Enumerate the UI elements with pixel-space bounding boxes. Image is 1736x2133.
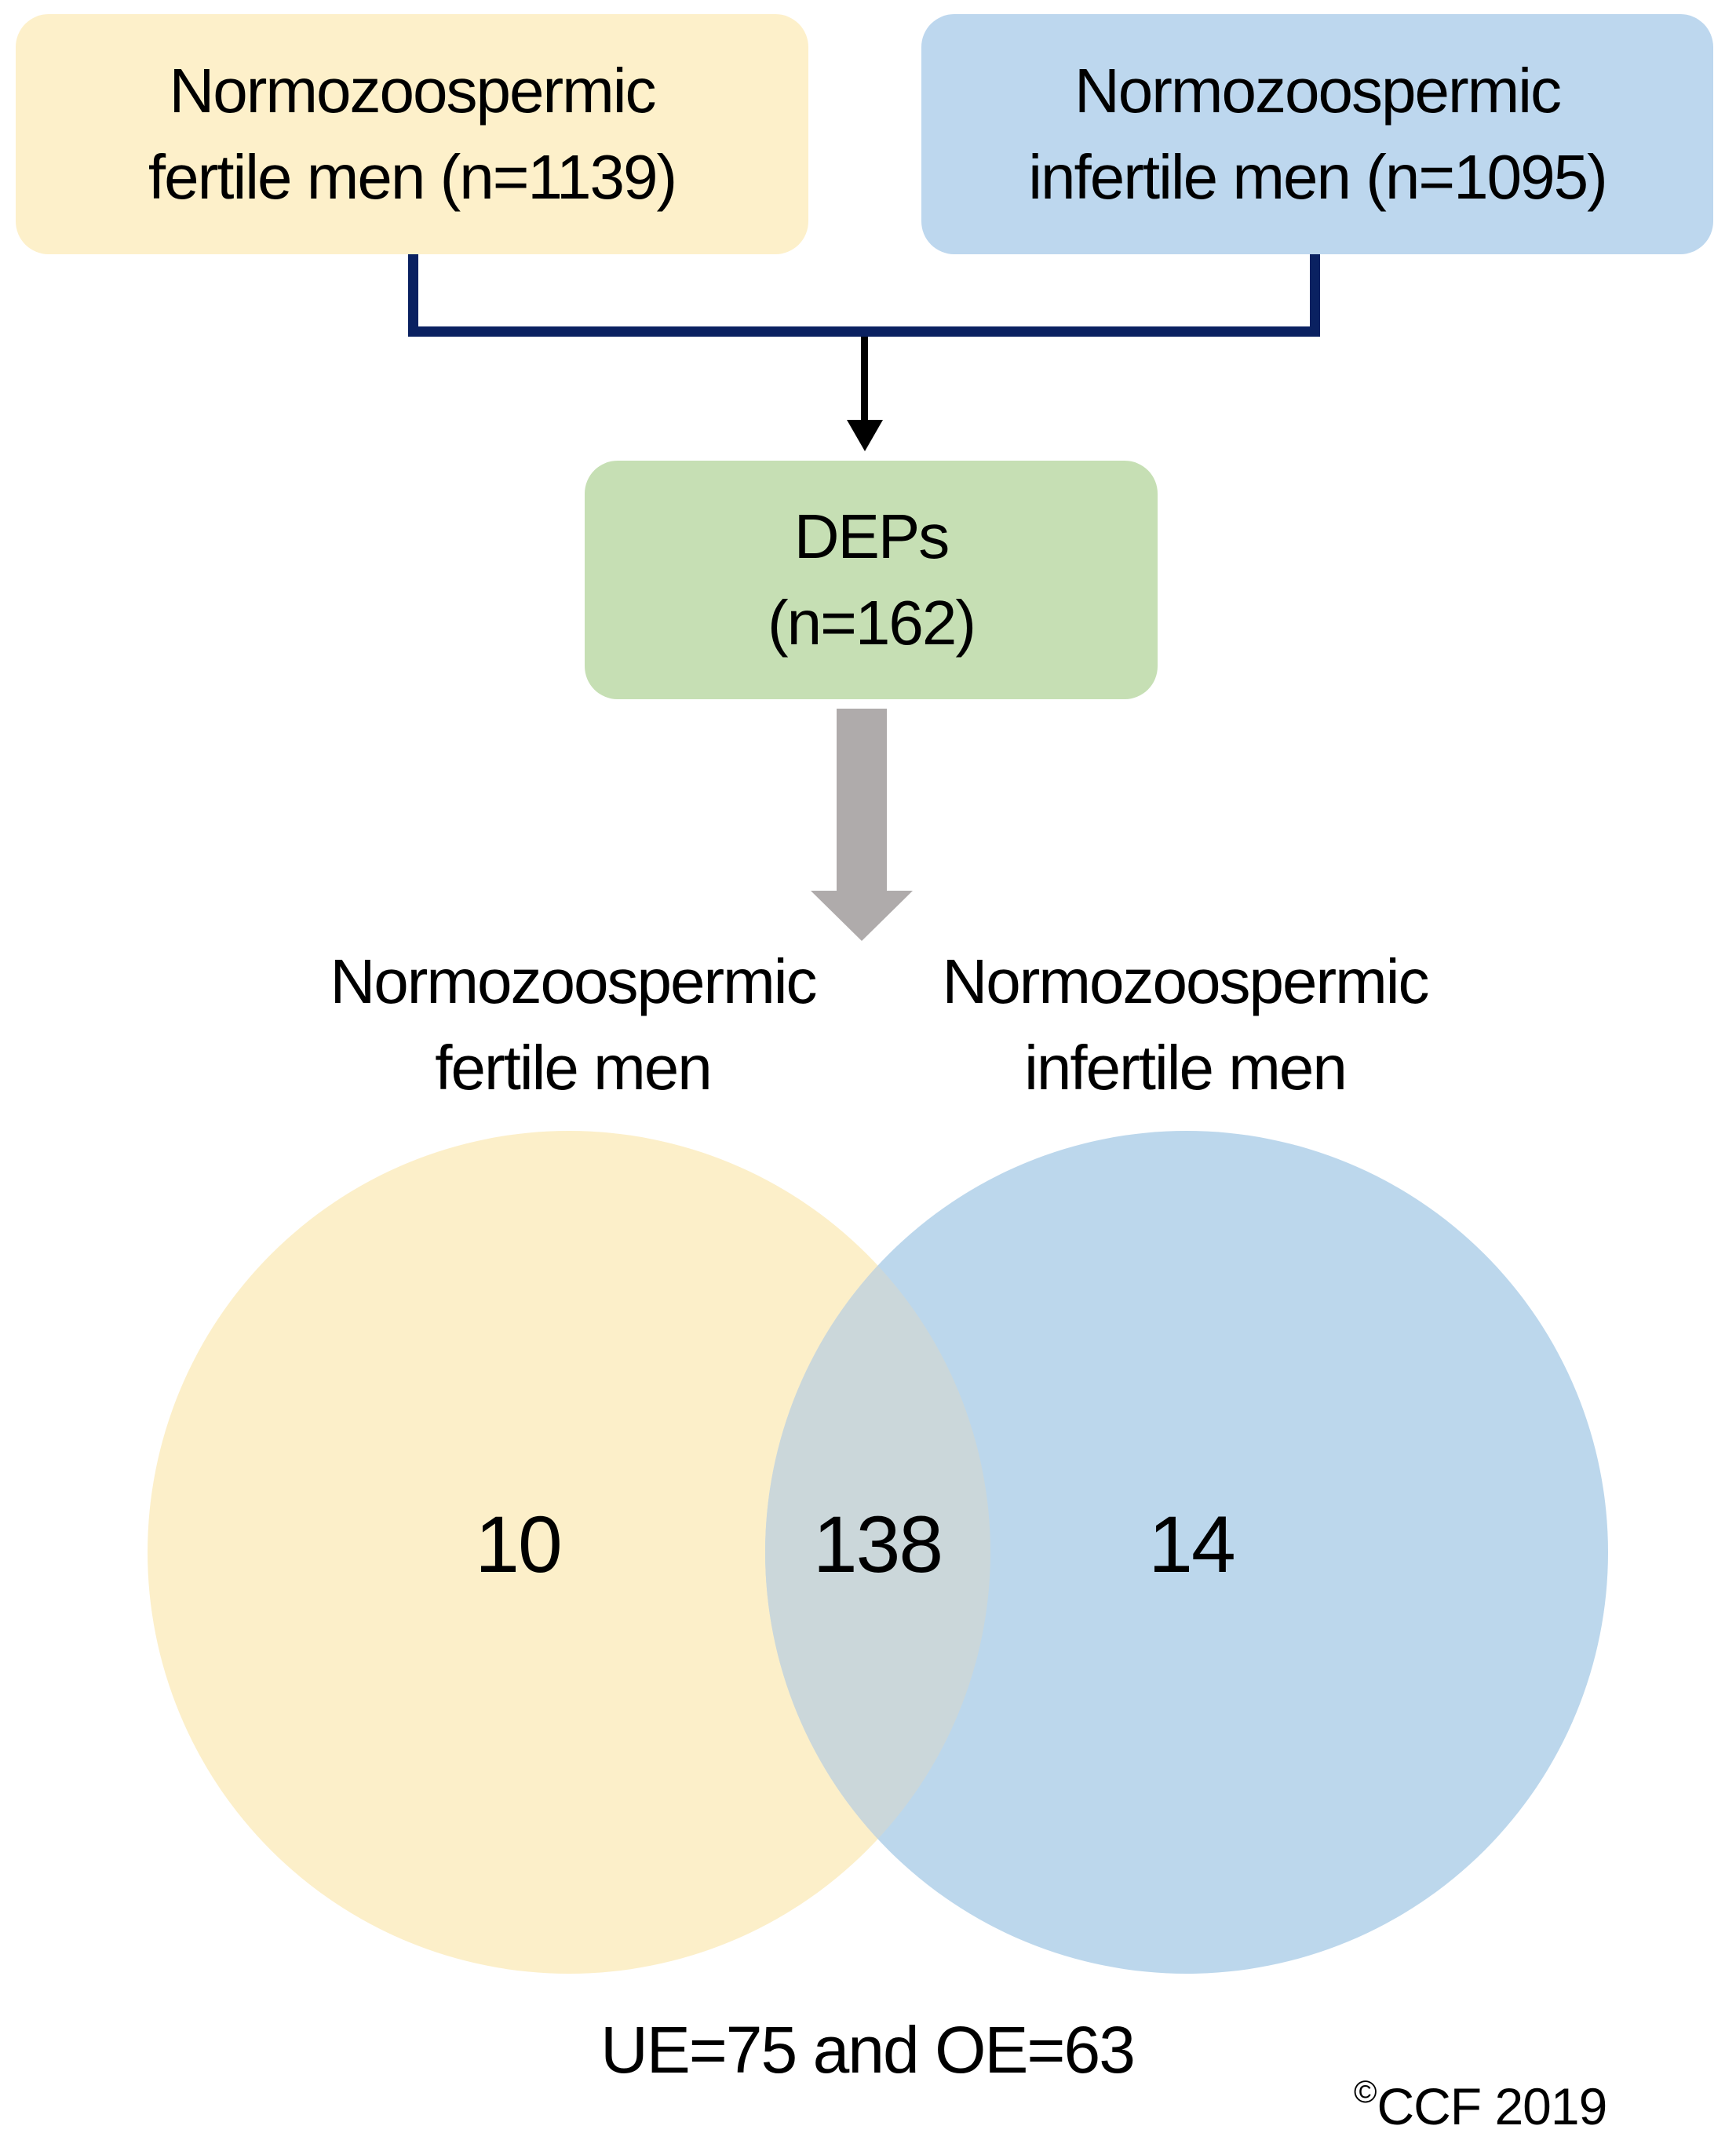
venn-right-label-line1: Normozoospermic xyxy=(942,946,1429,1016)
venn-left-circle xyxy=(148,1131,990,1974)
fertile-men-box: Normozoospermic fertile men (n=1139) xyxy=(16,14,808,254)
venn-left-label-line2: fertile men xyxy=(435,1033,712,1103)
fertile-men-box-line2: fertile men (n=1139) xyxy=(148,142,677,212)
bracket-right-connector xyxy=(1310,254,1320,337)
deps-box-line2: (n=162) xyxy=(768,588,976,658)
venn-right-count: 14 xyxy=(1148,1500,1235,1589)
venn-left-count: 10 xyxy=(475,1500,562,1589)
infertile-men-box-line1: Normozoospermic xyxy=(1074,56,1562,126)
down-arrow-stem xyxy=(861,337,868,421)
fertile-men-box-line1: Normozoospermic xyxy=(169,56,656,126)
copyright-credit: ©CCF 2019 xyxy=(1354,2064,1607,2133)
venn-right-circle xyxy=(765,1131,1608,1974)
copyright-text: CCF 2019 xyxy=(1377,2077,1607,2133)
deps-box-line1: DEPs xyxy=(793,501,950,571)
bracket-horizontal-bar xyxy=(408,326,1320,337)
venn-right-label-line2: infertile men xyxy=(1024,1033,1348,1103)
copyright-symbol: © xyxy=(1354,2075,1377,2109)
venn-left-label-line1: Normozoospermic xyxy=(330,946,817,1016)
infertile-men-box-line2: infertile men (n=1095) xyxy=(1028,142,1607,212)
venn-overlap-count: 138 xyxy=(812,1500,943,1589)
venn-left-label: Normozoospermic fertile men xyxy=(259,939,887,1111)
summary-text: UE=75 and OE=63 xyxy=(600,2013,1136,2087)
gray-block-arrow-head xyxy=(811,891,913,941)
deps-box: DEPs (n=162) xyxy=(585,461,1158,699)
infertile-men-box: Normozoospermic infertile men (n=1095) xyxy=(921,14,1713,254)
down-arrow-head xyxy=(847,420,883,451)
venn-right-label: Normozoospermic infertile men xyxy=(871,939,1499,1111)
bracket-left-connector xyxy=(408,254,418,337)
gray-block-arrow-stem xyxy=(837,709,887,891)
